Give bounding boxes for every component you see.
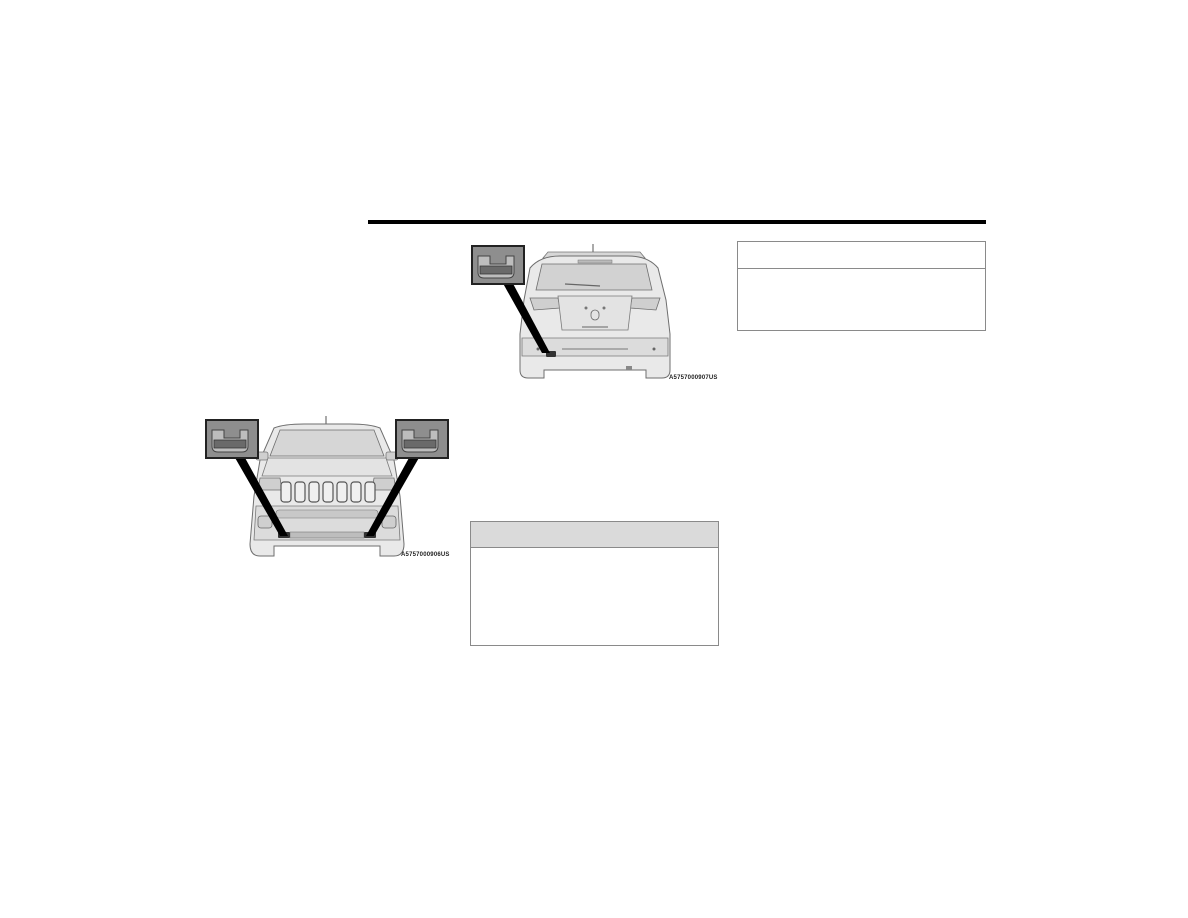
rear-vehicle-illustration	[471, 244, 671, 379]
center-box-header	[471, 522, 718, 548]
page-header-rule	[368, 220, 986, 224]
rear-figure-code: A5757000907US	[669, 375, 718, 381]
front-figure-code: A5757000906US	[401, 552, 450, 558]
right-box-header	[738, 242, 985, 269]
center-box-title	[471, 522, 718, 534]
rear-tow-hook-figure: A5757000907US	[470, 238, 720, 388]
front-vehicle-illustration	[205, 416, 449, 557]
front-tow-hooks-figure: A5757000906US	[204, 414, 450, 564]
right-column-box	[737, 241, 986, 331]
center-column-box	[470, 521, 719, 646]
right-box-title	[738, 242, 985, 254]
